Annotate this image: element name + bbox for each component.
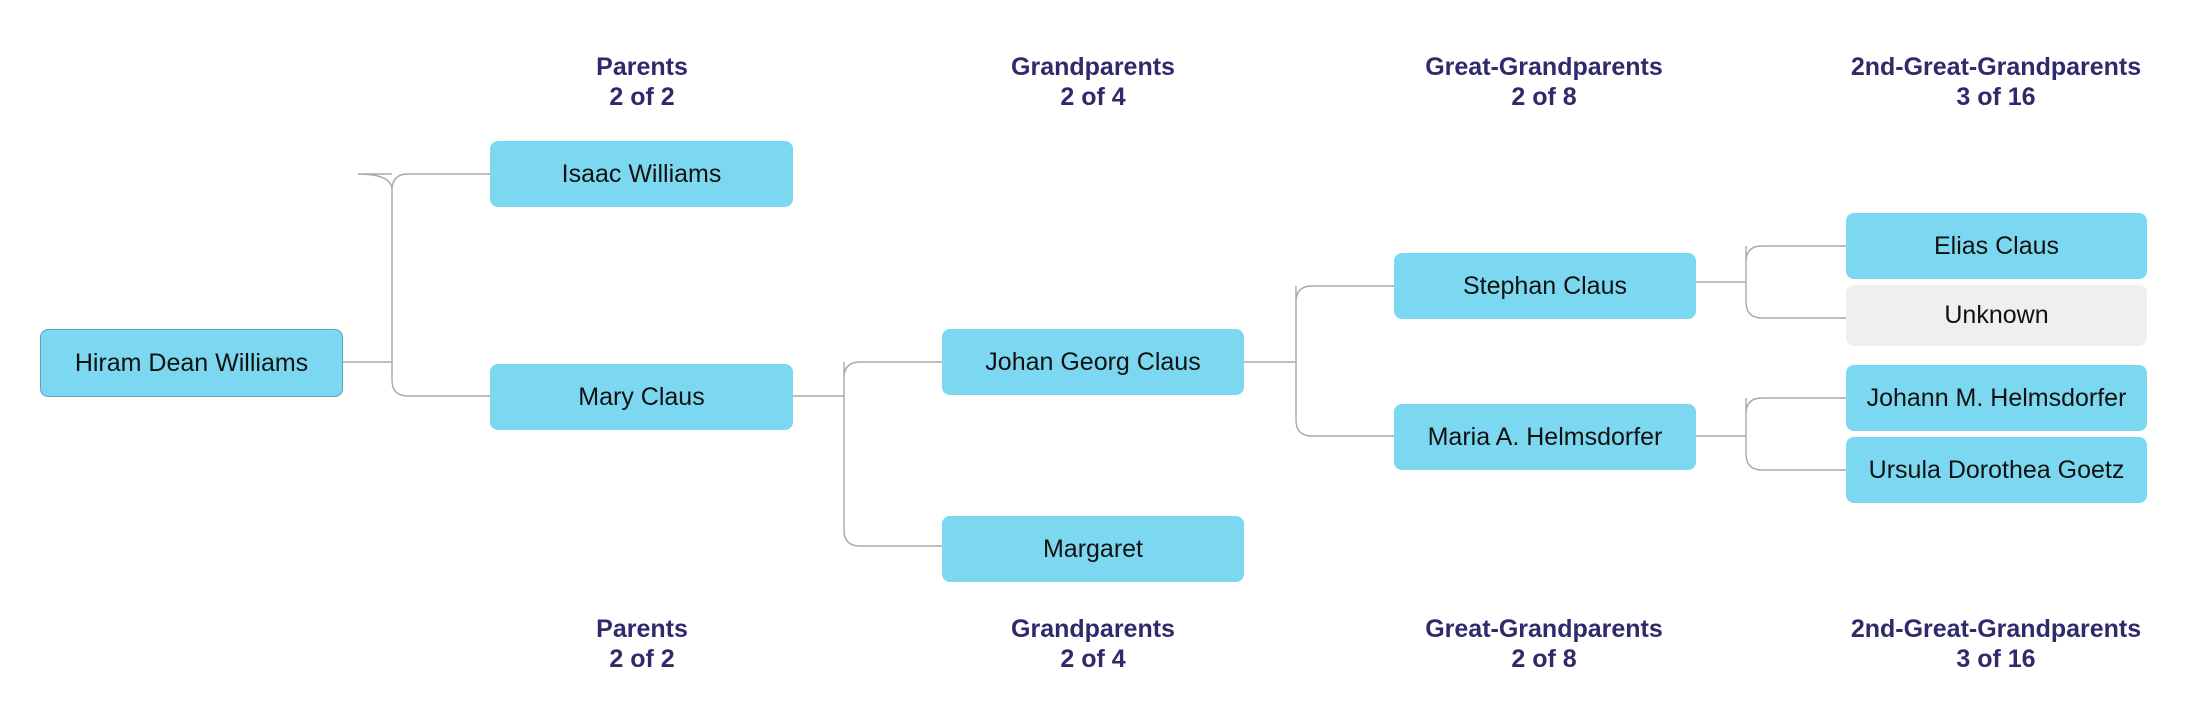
header-parents-bottom: Parents 2 of 2 — [482, 614, 802, 674]
person-2nd-great-grandparent-1[interactable]: Elias Claus — [1846, 213, 2147, 279]
header-2nd-great-grandparents-count: 3 of 16 — [1956, 645, 2036, 673]
connector-mother-grandparents — [793, 361, 942, 547]
header-grandparents-title: Grandparents — [1011, 53, 1175, 81]
header-great-grandparents-count: 2 of 8 — [1511, 645, 1577, 673]
connector-stephan-ancestors — [1696, 245, 1846, 319]
header-2nd-great-grandparents-count: 3 of 16 — [1956, 83, 2036, 111]
person-2nd-great-grandparent-3[interactable]: Johann M. Helmsdorfer — [1846, 365, 2147, 431]
header-grandparents-title: Grandparents — [1011, 615, 1175, 643]
connector-maria-ancestors — [1696, 397, 1846, 471]
person-maternal-grandfather[interactable]: Johan Georg Claus — [942, 329, 1244, 395]
header-grandparents-top: Grandparents 2 of 4 — [933, 52, 1253, 112]
connector-root-parents — [343, 173, 490, 397]
header-2nd-great-grandparents-bottom: 2nd-Great-Grandparents 3 of 16 — [1836, 614, 2156, 674]
person-maternal-grandmother[interactable]: Margaret — [942, 516, 1244, 582]
header-great-grandparents-top: Great-Grandparents 2 of 8 — [1384, 52, 1704, 112]
person-mother[interactable]: Mary Claus — [490, 364, 793, 430]
header-great-grandparents-count: 2 of 8 — [1511, 83, 1577, 111]
header-2nd-great-grandparents-title: 2nd-Great-Grandparents — [1850, 615, 2142, 643]
header-2nd-great-grandparents-top: 2nd-Great-Grandparents 3 of 16 — [1836, 52, 2156, 112]
header-parents-top: Parents 2 of 2 — [482, 52, 802, 112]
person-great-grandmother[interactable]: Maria A. Helmsdorfer — [1394, 404, 1696, 470]
header-great-grandparents-title: Great-Grandparents — [1425, 615, 1663, 643]
header-2nd-great-grandparents-title: 2nd-Great-Grandparents — [1850, 53, 2142, 81]
header-parents-title: Parents — [596, 615, 688, 643]
header-great-grandparents-bottom: Great-Grandparents 2 of 8 — [1384, 614, 1704, 674]
header-grandparents-count: 2 of 4 — [1060, 645, 1126, 673]
person-root[interactable]: Hiram Dean Williams — [40, 329, 343, 397]
header-great-grandparents-title: Great-Grandparents — [1425, 53, 1663, 81]
header-grandparents-count: 2 of 4 — [1060, 83, 1126, 111]
header-parents-title: Parents — [596, 53, 688, 81]
header-parents-count: 2 of 2 — [609, 645, 675, 673]
person-great-grandfather[interactable]: Stephan Claus — [1394, 253, 1696, 319]
person-2nd-great-grandparent-unknown[interactable]: Unknown — [1846, 285, 2147, 346]
person-2nd-great-grandparent-4[interactable]: Ursula Dorothea Goetz — [1846, 437, 2147, 503]
header-parents-count: 2 of 2 — [609, 83, 675, 111]
header-grandparents-bottom: Grandparents 2 of 4 — [933, 614, 1253, 674]
connector-grandfather-greatgrandparents — [1244, 285, 1394, 437]
person-father[interactable]: Isaac Williams — [490, 141, 793, 207]
